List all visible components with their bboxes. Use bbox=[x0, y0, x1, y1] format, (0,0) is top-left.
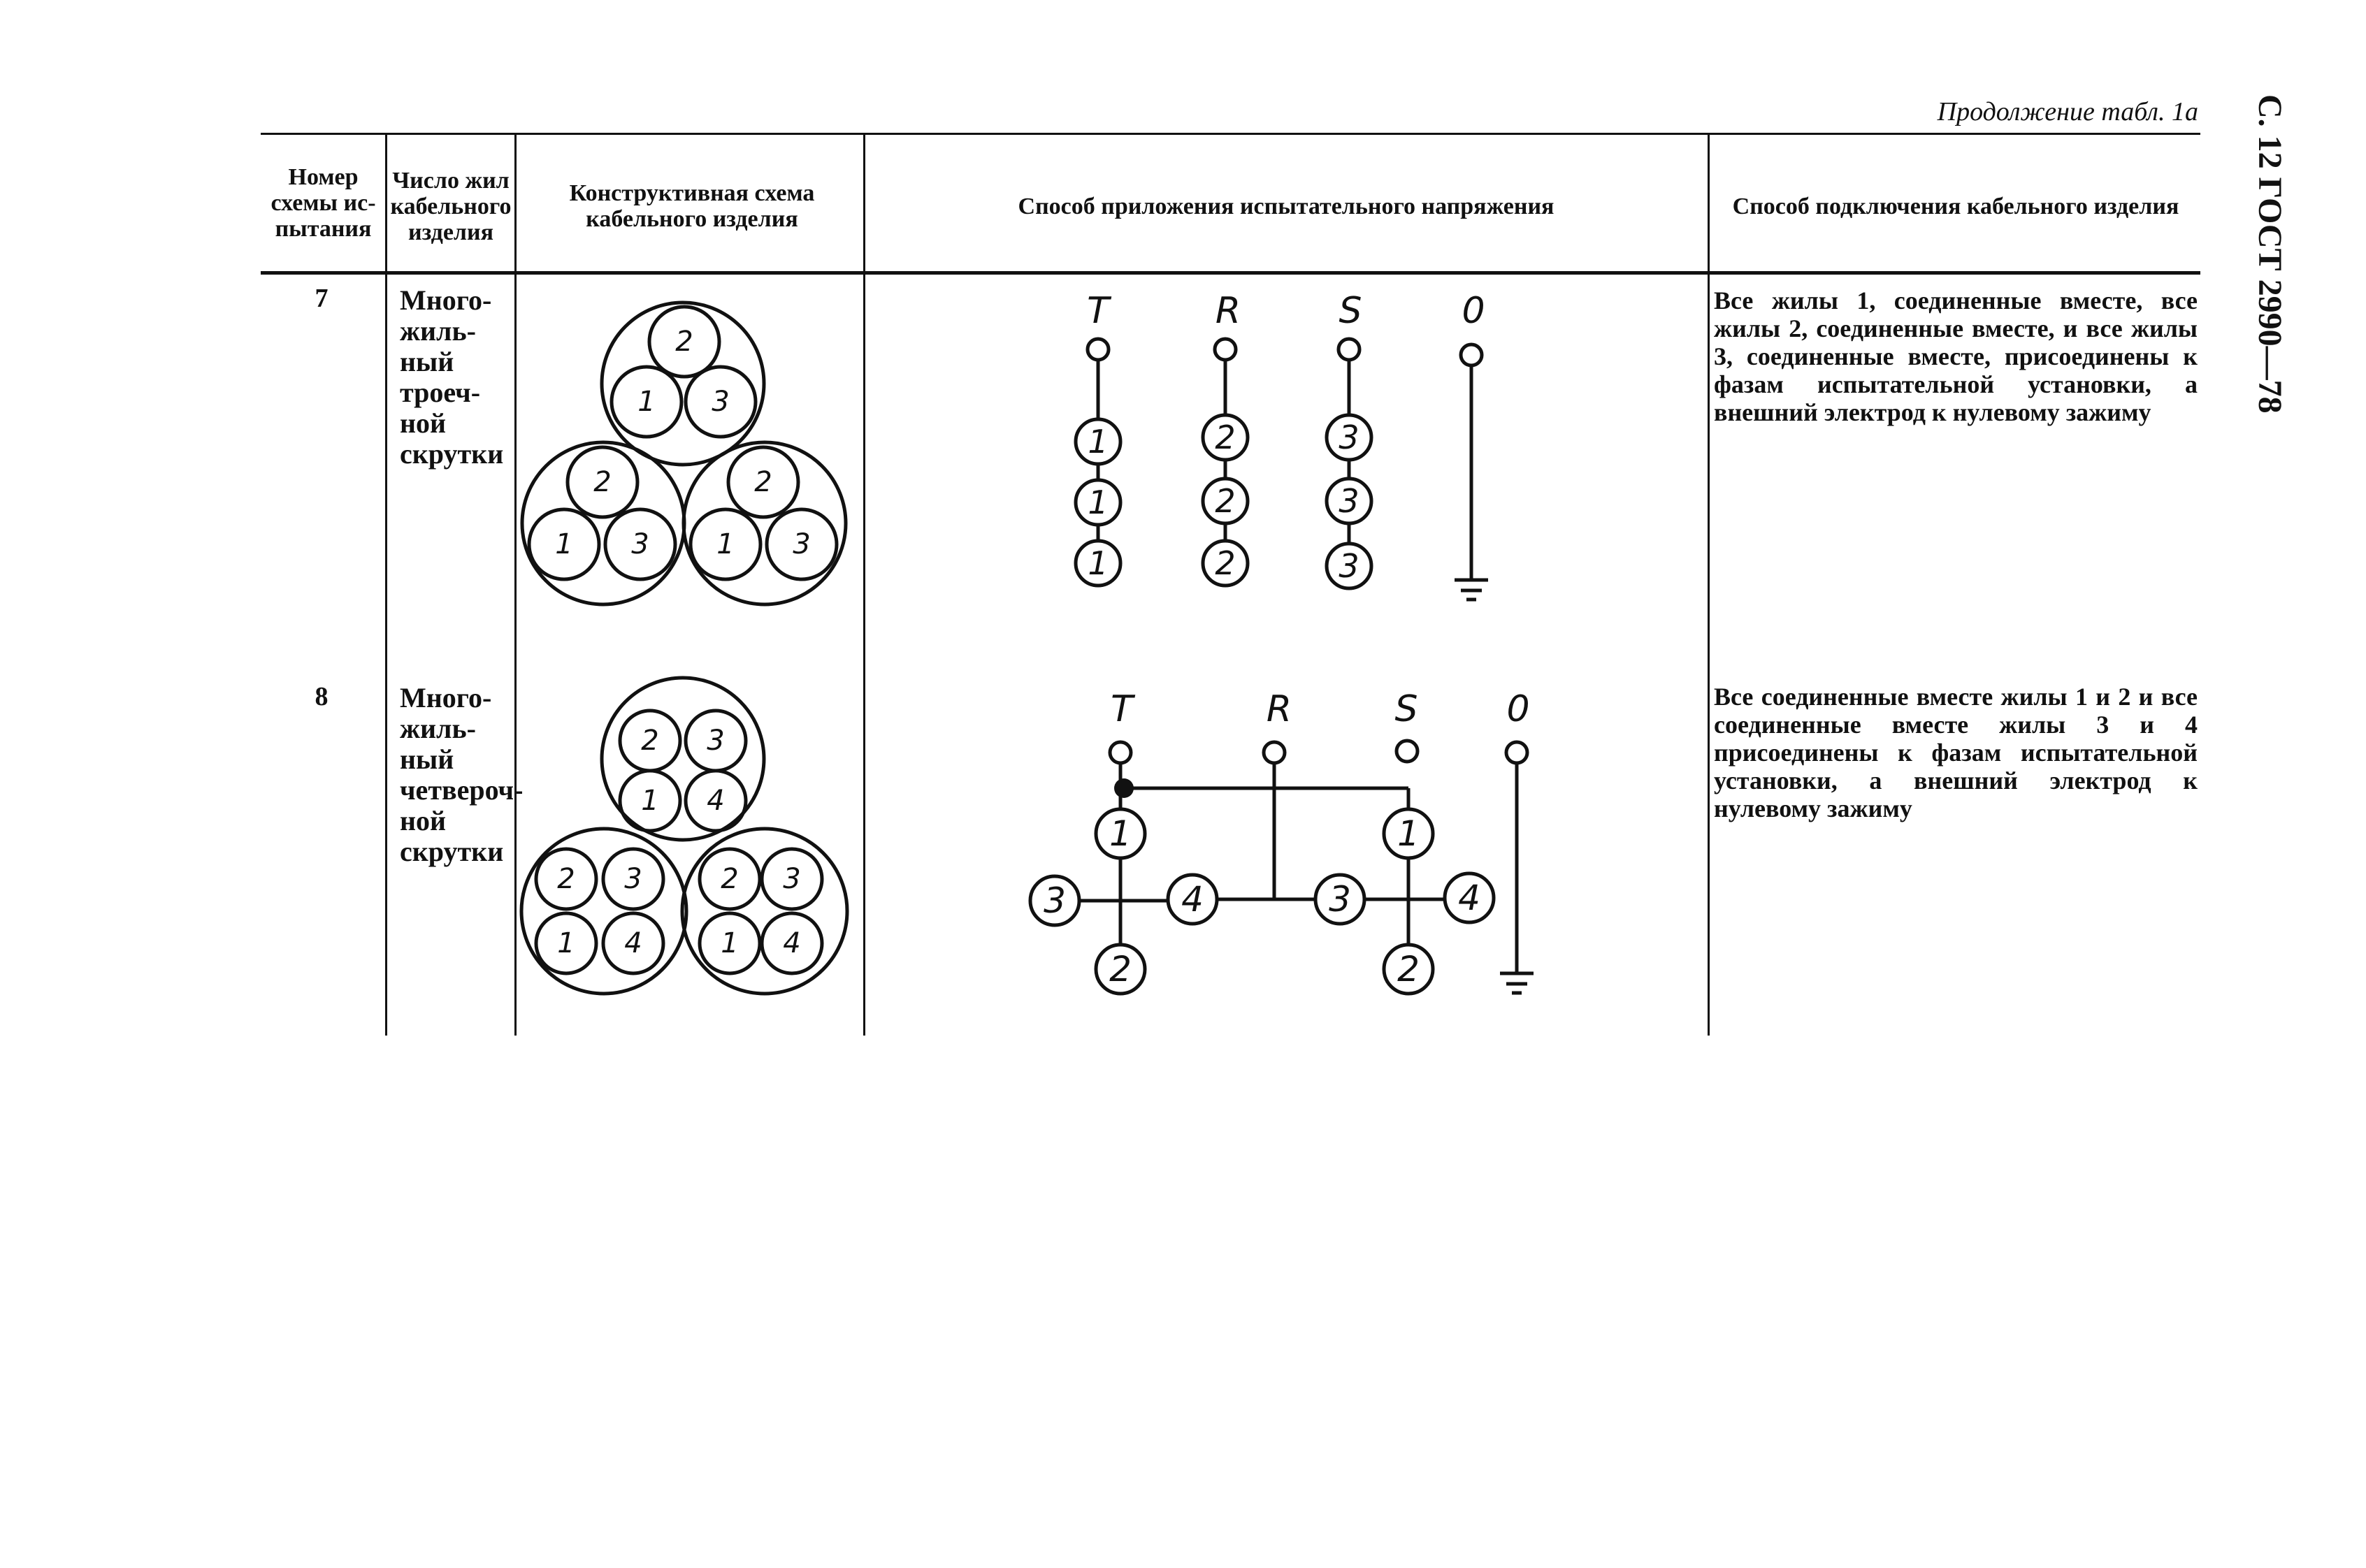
svg-text:1: 1 bbox=[1397, 813, 1420, 854]
phase-label-O: 0 bbox=[1462, 290, 1485, 332]
junction-dot bbox=[1114, 778, 1134, 798]
column-divider bbox=[514, 134, 517, 1036]
header-structural-diagram: Конструктивная схема кабельного изделия bbox=[569, 180, 815, 232]
column-divider bbox=[863, 134, 865, 1036]
svg-text:1: 1 bbox=[1088, 484, 1108, 521]
phase-label-R: R bbox=[1267, 688, 1292, 730]
phase-label-T: T bbox=[1087, 290, 1112, 332]
svg-text:1: 1 bbox=[1088, 423, 1108, 460]
svg-text:3: 3 bbox=[1044, 880, 1066, 921]
table-header-rule bbox=[261, 271, 2200, 275]
svg-text:1: 1 bbox=[1109, 813, 1132, 854]
svg-text:1: 1 bbox=[716, 528, 734, 560]
voltage-scheme-8 bbox=[1028, 739, 1534, 996]
phase-label-S: S bbox=[1394, 688, 1418, 730]
svg-text:2: 2 bbox=[557, 863, 575, 895]
svg-text:1: 1 bbox=[637, 386, 655, 418]
svg-text:1: 1 bbox=[1088, 544, 1108, 582]
row-description: Все соединенные вместе жилы 1 и 2 и все … bbox=[1714, 683, 2198, 822]
header-test-number: Номер схемы ис-пытания bbox=[270, 164, 376, 242]
cable-structure-diagram-8 bbox=[519, 676, 849, 996]
svg-text:3: 3 bbox=[1339, 547, 1359, 585]
svg-text:1: 1 bbox=[557, 927, 575, 959]
header-connection-method: Способ подключения кабельного изделия bbox=[1732, 193, 2179, 219]
phase-label-S: S bbox=[1339, 290, 1362, 332]
svg-text:2: 2 bbox=[1215, 482, 1235, 520]
column-divider bbox=[1708, 134, 1710, 1036]
cable-structure-diagram-7 bbox=[520, 300, 848, 607]
row-description: Все жилы 1, соединенные вместе, все жилы… bbox=[1714, 286, 2198, 426]
svg-text:3: 3 bbox=[1339, 482, 1359, 520]
svg-text:2: 2 bbox=[1215, 544, 1235, 582]
svg-text:2: 2 bbox=[1215, 419, 1235, 456]
svg-text:3: 3 bbox=[793, 528, 810, 560]
svg-text:2: 2 bbox=[675, 326, 693, 358]
svg-text:2: 2 bbox=[721, 863, 738, 895]
table-top-rule bbox=[261, 133, 2200, 135]
row-core-count: Много- жиль- ный четвероч- ной скрутки bbox=[400, 682, 524, 867]
svg-text:1: 1 bbox=[555, 528, 572, 560]
svg-text:2: 2 bbox=[593, 466, 611, 498]
phase-label-O: 0 bbox=[1506, 688, 1529, 730]
header-core-count: Число жил кабельного изделия bbox=[390, 167, 512, 245]
svg-text:3: 3 bbox=[707, 725, 724, 757]
phase-label-T: T bbox=[1111, 688, 1136, 730]
svg-text:2: 2 bbox=[754, 466, 772, 498]
svg-text:4: 4 bbox=[707, 785, 724, 817]
row-number: 7 bbox=[315, 284, 329, 313]
phase-label-R: R bbox=[1216, 290, 1241, 332]
svg-text:3: 3 bbox=[631, 528, 649, 560]
row-number: 8 bbox=[315, 682, 329, 711]
svg-text:2: 2 bbox=[1397, 949, 1420, 989]
svg-text:3: 3 bbox=[712, 386, 729, 418]
svg-text:1: 1 bbox=[641, 785, 658, 817]
svg-text:4: 4 bbox=[624, 927, 642, 959]
header-voltage-application: Способ приложения испытательного напряже… bbox=[1018, 193, 1555, 219]
svg-text:4: 4 bbox=[1181, 879, 1204, 920]
svg-text:3: 3 bbox=[624, 863, 642, 895]
voltage-scheme-7 bbox=[1074, 337, 1488, 602]
column-divider bbox=[385, 134, 387, 1036]
svg-text:4: 4 bbox=[1458, 878, 1480, 918]
svg-text:1: 1 bbox=[721, 927, 738, 959]
svg-text:4: 4 bbox=[783, 927, 800, 959]
svg-text:3: 3 bbox=[783, 863, 800, 895]
svg-text:2: 2 bbox=[1109, 949, 1132, 989]
svg-text:3: 3 bbox=[1329, 879, 1351, 920]
row-core-count: Много- жиль- ный троеч- ной скрутки bbox=[400, 284, 504, 470]
svg-text:3: 3 bbox=[1339, 419, 1359, 456]
svg-text:2: 2 bbox=[641, 725, 658, 757]
table-continuation-caption: Продолжение табл. 1а bbox=[1937, 97, 2198, 126]
